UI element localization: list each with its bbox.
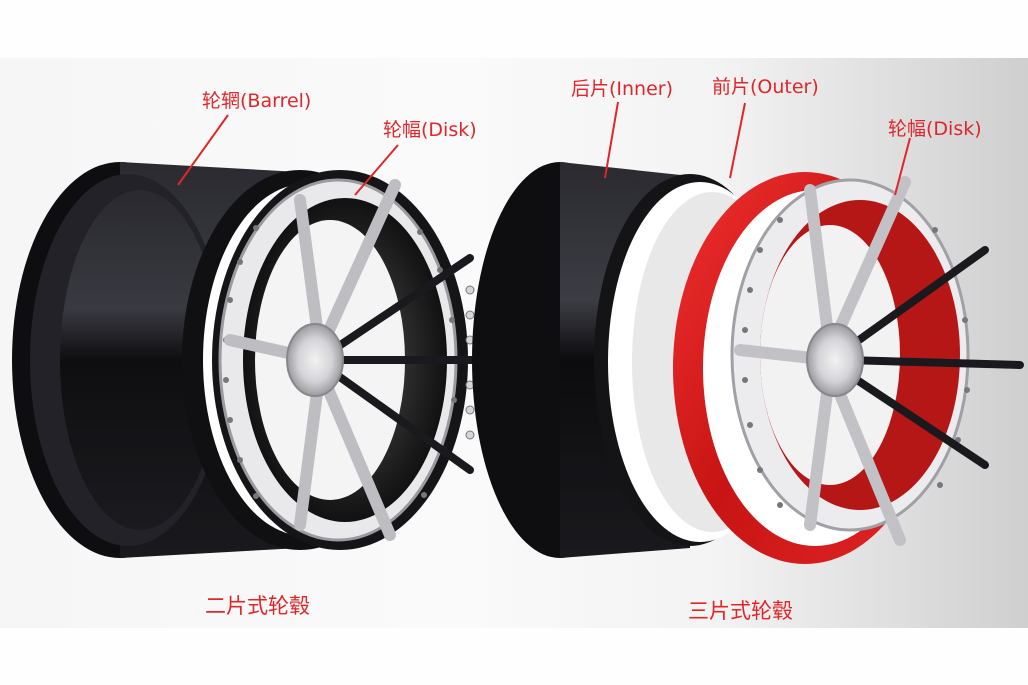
center-hub xyxy=(286,323,344,397)
leader-outer xyxy=(729,102,746,179)
label-outer: 前片(Outer) xyxy=(712,76,819,98)
leader-lines xyxy=(177,101,911,196)
leader-inner xyxy=(604,101,619,179)
label-disk-two-piece: 轮幅(Disk) xyxy=(383,119,477,141)
caption-two-piece: 二片式轮毂 xyxy=(205,594,310,618)
label-barrel: 轮辋(Barrel) xyxy=(202,90,312,112)
caption-three-piece: 三片式轮毂 xyxy=(688,599,793,623)
center-hub xyxy=(806,323,864,397)
leader-disk-right xyxy=(894,137,911,196)
three-piece-wheel xyxy=(472,162,1024,564)
disk-three-piece xyxy=(730,176,1024,546)
two-piece-wheel xyxy=(12,162,504,558)
label-disk-three-piece: 轮幅(Disk) xyxy=(888,118,982,140)
leader-disk-left xyxy=(354,144,399,196)
label-inner: 后片(Inner) xyxy=(571,78,674,100)
disk-two-piece xyxy=(212,170,504,550)
leader-barrel xyxy=(177,114,229,186)
